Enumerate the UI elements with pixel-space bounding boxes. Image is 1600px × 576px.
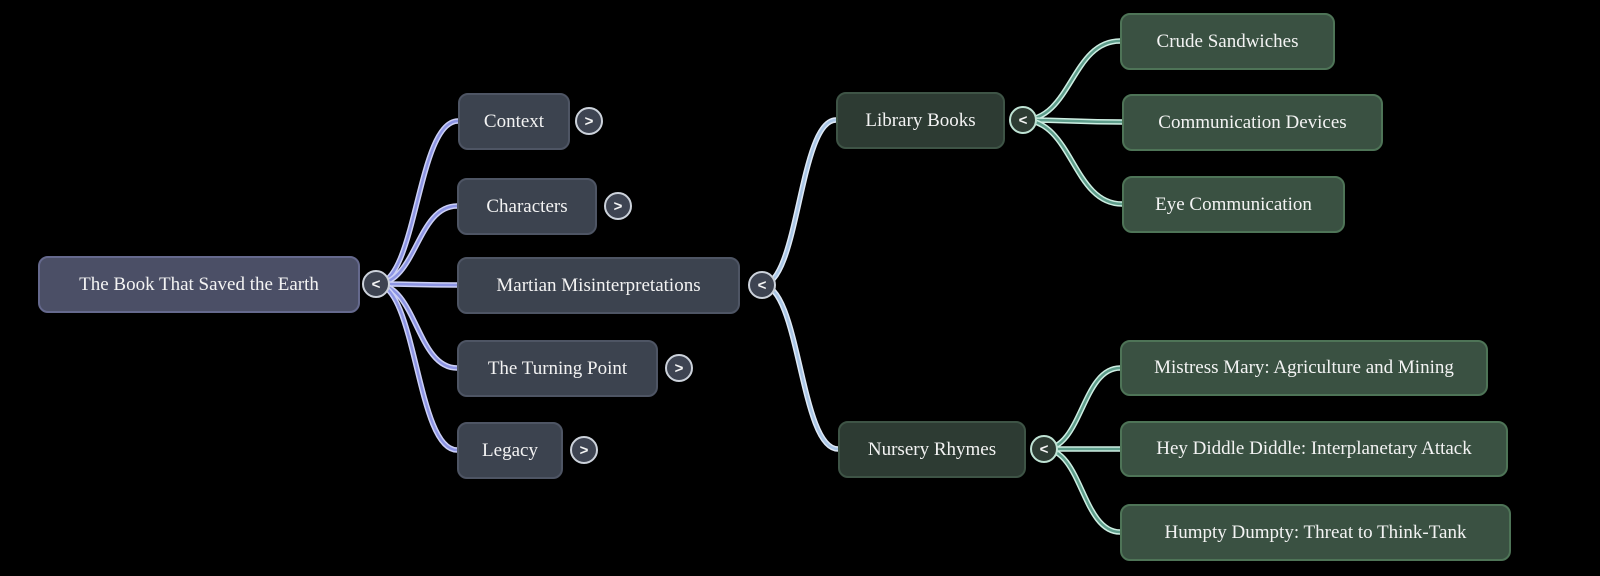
collapse-button-library[interactable]: < xyxy=(1009,106,1037,134)
branch-link-purple xyxy=(374,282,459,452)
node-label: Legacy xyxy=(482,439,538,461)
branch-link-purple xyxy=(374,119,460,286)
node-label: Mistress Mary: Agriculture and Mining xyxy=(1154,357,1454,378)
node-label: Context xyxy=(483,110,545,132)
node-legacy[interactable]: Legacy xyxy=(457,422,563,479)
branch-link-teal xyxy=(1042,366,1122,451)
node-label: Humpty Dumpty: Threat to Think-Tank xyxy=(1164,521,1467,543)
node-label: Martian Misinterpretations xyxy=(496,274,701,296)
node-label: The Turning Point xyxy=(487,357,628,379)
expand-button-context[interactable]: > xyxy=(575,107,603,135)
node-crude[interactable]: Crude Sandwiches xyxy=(1120,13,1335,70)
node-humpty[interactable]: Humpty Dumpty: Threat to Think-Tank xyxy=(1120,504,1511,561)
node-label: Eye Communication xyxy=(1155,193,1312,215)
expand-button-characters[interactable]: > xyxy=(604,192,632,220)
expand-button-legacy[interactable]: > xyxy=(570,436,598,464)
branch-link-blue xyxy=(760,283,840,451)
node-label: Library Books xyxy=(865,109,976,131)
node-mistress[interactable]: Mistress Mary: Agriculture and Mining xyxy=(1120,340,1488,396)
node-eye[interactable]: Eye Communication xyxy=(1122,176,1345,233)
branch-link-purple xyxy=(374,282,459,370)
collapse-button-nursery[interactable]: < xyxy=(1030,435,1058,463)
node-label: Characters xyxy=(486,195,568,217)
node-context[interactable]: Context xyxy=(458,93,570,150)
node-turning[interactable]: The Turning Point xyxy=(457,340,658,397)
branch-link-teal xyxy=(1042,447,1122,534)
branch-link-purple xyxy=(374,204,459,286)
collapse-button-root[interactable]: < xyxy=(362,270,390,298)
node-nursery[interactable]: Nursery Rhymes xyxy=(838,421,1026,478)
node-label: Hey Diddle Diddle: Interplanetary Attack xyxy=(1156,438,1472,459)
node-root[interactable]: The Book That Saved the Earth xyxy=(38,256,360,313)
branch-link-teal xyxy=(1021,39,1122,122)
node-martian[interactable]: Martian Misinterpretations xyxy=(457,257,740,314)
node-label: Nursery Rhymes xyxy=(867,438,997,460)
node-label: Communication Devices xyxy=(1158,111,1347,133)
expand-button-turning[interactable]: > xyxy=(665,354,693,382)
node-label: Crude Sandwiches xyxy=(1156,30,1299,52)
collapse-button-martian[interactable]: < xyxy=(748,271,776,299)
node-characters[interactable]: Characters xyxy=(457,178,597,235)
node-hey[interactable]: Hey Diddle Diddle: Interplanetary Attack xyxy=(1120,421,1508,477)
node-comm[interactable]: Communication Devices xyxy=(1122,94,1383,151)
node-label: The Book That Saved the Earth xyxy=(79,273,319,295)
branch-link-blue xyxy=(760,118,838,287)
node-library[interactable]: Library Books xyxy=(836,92,1005,149)
branch-link-teal xyxy=(1021,118,1124,206)
